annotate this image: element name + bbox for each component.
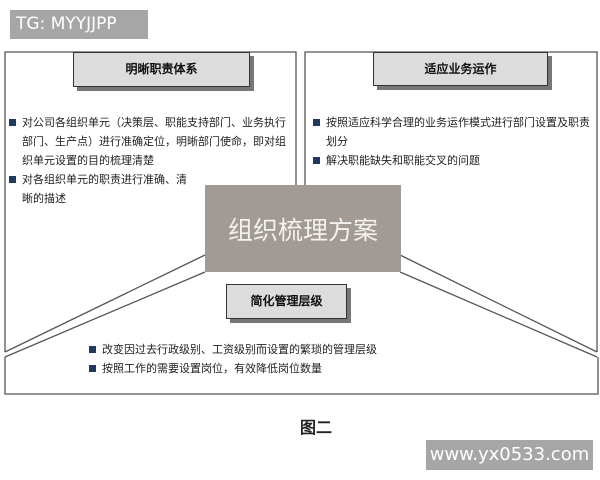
bullet-text: 改变因过去行政级别、工资级别而设置的繁琐的管理层级 xyxy=(102,343,377,356)
bottom-bullets: 改变因过去行政级别、工资级别而设置的繁琐的管理层级 按照工作的需要设置岗位，有效… xyxy=(88,340,488,378)
connector xyxy=(4,254,206,353)
bullet-square-icon xyxy=(9,176,16,183)
bottom-panel-border xyxy=(4,357,599,395)
right-bullets: 按照适应科学合理的业务运作模式进行部门设置及职责划分 解决职能缺失和职能交叉的问… xyxy=(312,113,592,170)
bullet-square-icon xyxy=(313,157,320,164)
bullet-text: 按照工作的需要设置岗位，有效降低岗位数量 xyxy=(102,362,322,375)
bullet-text: 对公司各组织单元（决策层、职能支持部门、业务执行部门、生产点）进行准确定位，明晰… xyxy=(22,116,286,167)
figure-caption: 图二 xyxy=(300,418,333,437)
bullet-text: 对各组织单元的职责进行准确、清晰的描述 xyxy=(22,173,187,205)
bullet-item: 按照适应科学合理的业务运作模式进行部门设置及职责划分 xyxy=(312,113,592,151)
bullet-text: 解决职能缺失和职能交叉的问题 xyxy=(326,154,480,167)
connector xyxy=(399,254,598,353)
left-bullets: 对公司各组织单元（决策层、职能支持部门、业务执行部门、生产点）进行准确定位，明晰… xyxy=(8,113,293,208)
right-header: 适应业务运作 xyxy=(373,52,548,86)
connector xyxy=(399,271,598,358)
bullet-square-icon xyxy=(313,119,320,126)
bullet-text: 按照适应科学合理的业务运作模式进行部门设置及职责划分 xyxy=(326,116,590,148)
bullet-square-icon xyxy=(9,119,16,126)
bullet-item: 改变因过去行政级别、工资级别而设置的繁琐的管理层级 xyxy=(88,340,488,359)
bullet-square-icon xyxy=(89,365,96,372)
bullet-square-icon xyxy=(89,346,96,353)
watermark-top: TG: MYYJJPP xyxy=(10,10,148,39)
watermark-bottom: www.yx0533.com xyxy=(426,440,593,470)
center-box: 组织梳理方案 xyxy=(205,185,401,272)
bullet-item: 按照工作的需要设置岗位，有效降低岗位数量 xyxy=(88,359,488,378)
left-header: 明晰职责体系 xyxy=(73,52,250,87)
bullet-item: 对各组织单元的职责进行准确、清晰的描述 xyxy=(8,170,192,208)
bullet-item: 对公司各组织单元（决策层、职能支持部门、业务执行部门、生产点）进行准确定位，明晰… xyxy=(8,113,293,170)
bottom-header: 简化管理层级 xyxy=(226,284,347,319)
bullet-item: 解决职能缺失和职能交叉的问题 xyxy=(312,151,592,170)
connector xyxy=(4,271,206,358)
